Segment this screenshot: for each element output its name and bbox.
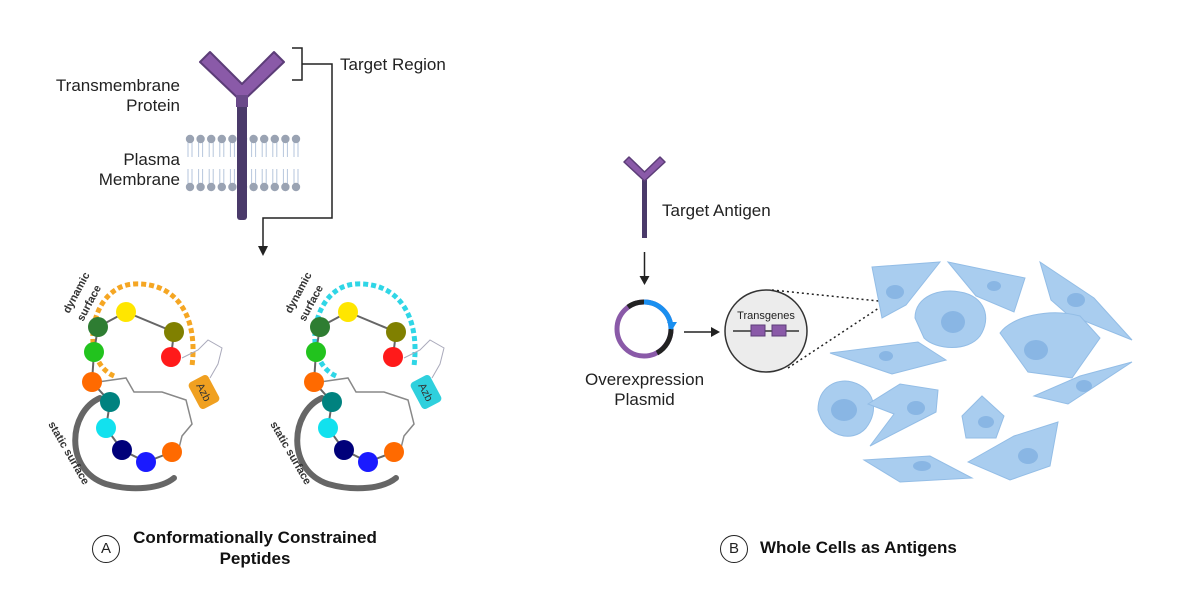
plasma-membrane-label: Plasma Membrane (40, 150, 180, 190)
target-antigen-label: Target Antigen (662, 201, 771, 220)
lipid-head (196, 182, 205, 192)
lipid-head (217, 182, 226, 192)
transmembrane-protein-icon (199, 51, 285, 220)
transmembrane-label-line1: Transmembrane (55, 76, 180, 95)
lipid-head (270, 182, 279, 192)
lipid-head (185, 182, 195, 192)
lipid-head (270, 134, 279, 144)
panel-a-caption-line2: Peptides (219, 549, 291, 568)
amino-acid-bead (84, 342, 104, 362)
amino-acid-bead (306, 342, 326, 362)
lipid-head (260, 134, 269, 144)
lipid-head (260, 182, 269, 192)
azb-linker (97, 377, 193, 453)
target-antigen-icon (623, 156, 666, 238)
amino-acid-bead (82, 372, 102, 392)
lipid-head (196, 134, 205, 144)
transgenes-label: Transgenes (737, 310, 795, 322)
arrow-down-icon (258, 246, 268, 256)
panel-a-caption: Conformationally Constrained Peptides (120, 527, 390, 569)
amino-acid-bead (318, 418, 338, 438)
plasma-membrane-label-line2: Membrane (98, 170, 180, 189)
lipid-head (207, 134, 216, 144)
amino-acid-bead (322, 392, 342, 412)
target-region-connector (262, 47, 333, 248)
plasma-membrane-label-line1: Plasma (123, 150, 180, 169)
static-surface-label: static surface (45, 420, 91, 487)
amino-acid-bead (334, 440, 354, 460)
azb-tag: Azb (188, 375, 220, 409)
amino-acid-bead (100, 392, 120, 412)
amino-acid-bead (112, 440, 132, 460)
lipid-head (185, 134, 195, 144)
transmembrane-label: Transmembrane Protein (40, 76, 180, 116)
amino-acid-bead (164, 322, 184, 342)
lipid-head (217, 134, 226, 144)
plasmid-label-line2: Plasmid (614, 390, 675, 409)
panel-b-caption: Whole Cells as Antigens (760, 538, 957, 557)
amino-acid-bead (136, 452, 156, 472)
lipid-head (228, 182, 237, 192)
amino-acid-bead (386, 322, 406, 342)
amino-acid-bead (383, 347, 403, 367)
chemical-structure-lines (181, 339, 223, 379)
lipid-head (281, 182, 290, 192)
plasmid-label: Overexpression Plasmid (572, 370, 717, 410)
amino-acid-bead (384, 442, 404, 462)
azb-linker (319, 377, 415, 453)
lipid-head (228, 134, 237, 144)
lipid-head (281, 134, 290, 144)
amino-acid-bead (96, 418, 116, 438)
lipid-head (291, 134, 301, 144)
panel-a-marker: A (92, 535, 120, 563)
arrow-right-icon (711, 327, 720, 337)
transgenes-zoom-circle (724, 289, 808, 373)
arrow-down-icon (639, 276, 650, 285)
static-surface-arc (294, 395, 399, 492)
amino-acid-bead (88, 317, 108, 337)
panel-b-marker: B (720, 535, 748, 563)
lipid-head (291, 182, 301, 192)
amino-acid-bead (116, 302, 136, 322)
azb-tag: Azb (410, 375, 442, 409)
target-region-label: Target Region (340, 55, 446, 74)
amino-acid-bead (161, 347, 181, 367)
amino-acid-bead (304, 372, 324, 392)
lipid-head (249, 134, 258, 144)
plasmid-icon (614, 299, 674, 359)
static-surface-label: static surface (267, 420, 313, 487)
lipid-head (207, 182, 216, 192)
lipid-head (249, 182, 258, 192)
cell-nuclei (831, 281, 1092, 471)
panel-a-caption-line1: Conformationally Constrained (133, 528, 377, 547)
amino-acid-bead (310, 317, 330, 337)
amino-acid-bead (162, 442, 182, 462)
static-surface-arc (72, 395, 177, 492)
chemical-structure-lines (403, 339, 445, 379)
plasmid-direction-arrow-icon (667, 322, 677, 330)
transmembrane-label-line2: Protein (126, 96, 180, 115)
plasmid-label-line1: Overexpression (584, 370, 705, 389)
amino-acid-bead (358, 452, 378, 472)
amino-acid-bead (338, 302, 358, 322)
cell-cluster (817, 260, 1133, 483)
